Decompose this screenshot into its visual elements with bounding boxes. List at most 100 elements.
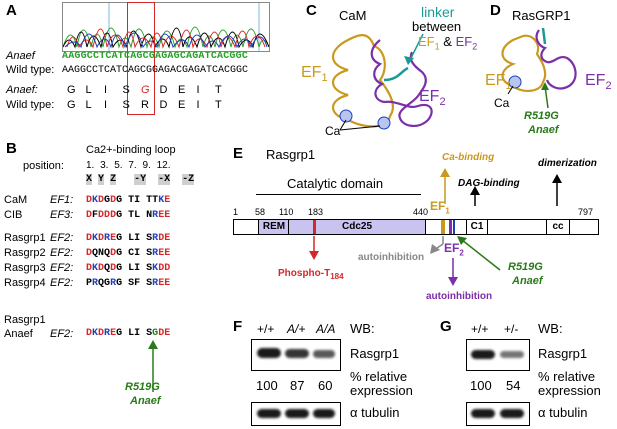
residue: Q [92, 248, 99, 259]
residue: D [86, 248, 93, 259]
motif-x: X [86, 174, 93, 185]
residue: S [146, 263, 153, 274]
amino-acid: G [67, 99, 76, 111]
value-f-2: 87 [290, 378, 305, 393]
loop-row-sequence: DFDDDG TL NREE [86, 210, 170, 221]
residue: T [128, 210, 135, 221]
cam-structure-diagram [331, 33, 433, 131]
amino-acid: I [196, 99, 200, 111]
residue: P [86, 278, 93, 289]
loop-title: Ca2+-binding loop [86, 144, 176, 156]
tubulin-blot-f [251, 402, 341, 426]
amino-acid: S [122, 84, 130, 96]
amino-acid: R [141, 99, 149, 111]
residue: D [110, 263, 117, 274]
mutation-label-e: R519G [508, 261, 543, 273]
loop-row-sequence: DKDQDG LI SKDD [86, 263, 170, 274]
residue: Q [104, 248, 111, 259]
domain-map-title: Rasgrp1 [266, 147, 316, 162]
residue: D [104, 210, 111, 221]
residue: I [134, 248, 141, 259]
residue: K [92, 195, 99, 206]
residue: R [110, 278, 117, 289]
mutation-highlight-box [127, 2, 155, 115]
rasgrp1-blot-g [466, 339, 530, 371]
ef1-domain [441, 220, 445, 234]
mutation-label-b: R519G [125, 381, 160, 393]
residue: K [158, 195, 165, 206]
residue: T [152, 195, 159, 206]
loop-row-name: Rasgrp4 [4, 277, 46, 289]
loop-row-sequence: DKDGDG TI TTKE [86, 195, 170, 206]
phospho-site-mark [313, 220, 316, 234]
amino-acid: S [122, 99, 130, 111]
amino-acid: G [67, 84, 76, 96]
residue: G [104, 278, 111, 289]
residue: R [152, 233, 159, 244]
rasgrp1-blot-f [251, 339, 341, 371]
amino-acid: I [196, 84, 200, 96]
tick-440: 440 [413, 207, 429, 217]
catalytic-domain-bracket [256, 194, 421, 195]
cam-ef2-label: EF2 [419, 88, 446, 109]
loop-row-ef: EF1: [50, 194, 74, 206]
residue: D [110, 248, 117, 259]
residue: G [116, 210, 123, 221]
panel-label-g: G [440, 318, 452, 335]
cam-ca-label: Ca [325, 124, 341, 138]
tubulin-band-g-1 [471, 409, 495, 418]
motif-minus-x: -X [158, 174, 171, 185]
rasgrp1-mutation-label2: Anaef [528, 124, 559, 136]
residue: S [146, 248, 153, 259]
motif-minus-y: -Y [134, 174, 147, 185]
rem-domain: REM [258, 219, 290, 235]
residue: G [104, 195, 111, 206]
residue: S [146, 278, 153, 289]
residue: D [86, 233, 93, 244]
residue: R [92, 278, 99, 289]
rasgrp1-ca-label: Ca [494, 96, 510, 110]
amino-acid: I [104, 99, 108, 111]
wt-seq-label: Wild type: [6, 64, 55, 76]
cam-linker-label: linker [421, 4, 455, 20]
residue: N [98, 248, 105, 259]
residue: K [152, 263, 159, 274]
residue: L [128, 328, 135, 339]
residue: G [152, 328, 159, 339]
residue: D [110, 195, 117, 206]
aa-anaef-label: Anaef: [6, 84, 38, 96]
ca-binding-label: Ca-binding [442, 152, 495, 163]
residue: L [134, 210, 141, 221]
residue: D [98, 195, 105, 206]
genotype-g-2: +/- [504, 322, 519, 336]
cam-ef1-ref: EF1 [418, 34, 440, 52]
amino-acid: D [159, 84, 168, 96]
residue: D [164, 263, 171, 274]
residue: Q [98, 278, 105, 289]
genotype-g-1: +/+ [471, 322, 489, 336]
loop-row-name: CIB [4, 209, 23, 221]
residue: Q [104, 263, 111, 274]
amino-acid: L [85, 84, 92, 96]
panel-label-a: A [6, 2, 17, 19]
panel-label-d: D [490, 2, 501, 19]
value-g-1: 100 [470, 378, 492, 393]
ef2-domain [449, 220, 452, 234]
tubulin-band-g-2 [500, 409, 524, 418]
cam-between-label: between [412, 19, 462, 34]
rasgrp1-label-g: Rasgrp1 [538, 346, 588, 361]
residue: I [134, 233, 141, 244]
anaef-seq-label: Anaef [6, 50, 35, 62]
tubulin-band-f-1 [257, 409, 281, 418]
tick-1: 1 [233, 207, 239, 217]
loop-row-sequence: DQNQDG CI SREE [86, 248, 170, 259]
rasgrp1-label-f: Rasgrp1 [350, 346, 400, 361]
chromatogram-trace [62, 3, 270, 51]
residue: R [104, 328, 111, 339]
panel-label-e: E [233, 145, 244, 162]
wb-label-f: WB: [350, 321, 375, 336]
residue: D [86, 195, 93, 206]
cam-title: CaM [339, 8, 367, 23]
